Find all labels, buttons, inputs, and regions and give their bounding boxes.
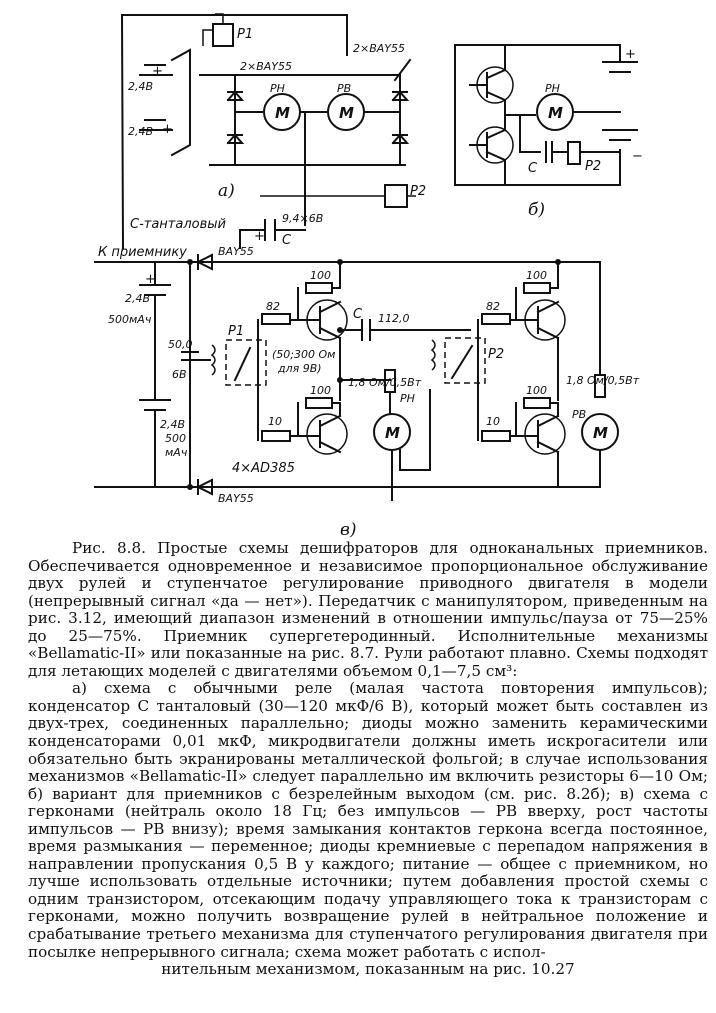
transistor-v-4 [524,413,566,455]
to-receiver-label: К приемнику [98,245,187,260]
svg-text:1,8 Ом/0,5Вт: 1,8 Ом/0,5Вт [348,376,422,389]
svg-text:M: M [593,424,608,442]
svg-text:PH: PH [400,392,415,405]
caption-intro: Рис. 8.8. Простые схемы дешифраторов для… [28,539,708,680]
cap-value-label: 9,4×6В [282,212,323,225]
diode-top-label: BAY55 [218,245,254,258]
resistor-motor-b [594,374,606,398]
motor-rv-v [581,413,619,451]
caption-details: а) схема с обычными реле (малая частота … [28,679,708,961]
resistor-82-b [481,313,511,325]
svg-text:+: + [625,47,636,62]
battery-upper-label: 2,4B [128,80,153,93]
svg-text:+: + [145,272,156,287]
cap-left-voltage: 6B [172,368,187,381]
figure-caption: Рис. 8.8. Простые схемы дешифраторов для… [28,539,708,979]
resistor-100-b [305,397,333,409]
resistor-100-c [523,282,551,294]
batt-bot-ma: 500 [165,432,186,445]
svg-text:100: 100 [310,384,331,397]
batt-bot-v: 2,4B [160,418,185,431]
reed-relay-p2 [444,337,486,384]
motor-rv-a-label: PB [337,82,351,95]
cap-mid-value: 112,0 [378,312,410,325]
svg-text:M: M [339,104,354,122]
resistor-100-d [523,397,551,409]
cap-name-label: С [282,233,292,248]
diodes-right-label: 2×BAY55 [353,42,405,55]
svg-text:−: − [632,149,643,164]
sublabel-b: б) [528,200,545,220]
relay-p2-a [384,184,408,208]
cap-type-label: С-танталовый [130,217,226,232]
svg-text:С: С [353,307,363,322]
svg-text:+: + [152,64,163,79]
battery-lower-label: 2,4B [128,125,153,138]
cap-b-label: С [528,161,538,176]
svg-text:100: 100 [526,269,547,282]
motor-rn-b-label: PH [545,82,560,95]
svg-text:100: 100 [310,269,331,282]
relay-p2-v-label: P2 [488,347,504,362]
batt-top-ma: 500мАч [108,313,152,326]
circuit-diagrams: P1 2,4B 2,4B + + 2×BAY55 2×BAY55 M PH M [94,13,643,540]
svg-text:M: M [275,104,290,122]
svg-text:+: + [254,229,265,244]
svg-text:10: 10 [268,415,282,428]
svg-text:10: 10 [486,415,500,428]
resistor-10-b [481,430,511,442]
reed-note-1: (50;300 Ом [272,348,335,361]
svg-text:82: 82 [486,300,500,313]
diode-bottom-label: BAY55 [218,492,254,505]
svg-text:PB: PB [572,408,586,421]
svg-text:M: M [385,424,400,442]
relay-p1-a [212,23,234,47]
transistor-v-2 [306,413,348,455]
resistor-82-a [261,313,291,325]
relay-p2-b [567,141,581,165]
relay-p1-a-label: P1 [237,27,253,42]
diagram-a: P1 2,4B 2,4B + + 2×BAY55 2×BAY55 M PH M [120,13,426,250]
reed-relay-p1 [225,339,267,386]
svg-text:100: 100 [526,384,547,397]
svg-text:M: M [548,104,563,122]
cap-left-value: 50,0 [168,338,193,351]
reed-note-2: для 9В) [277,362,322,375]
svg-text:1,8 Ом/0,5Вт: 1,8 Ом/0,5Вт [566,374,640,387]
diagram-b: + − M PH С P2 б) [454,44,643,220]
svg-text:82: 82 [266,300,280,313]
relay-p2-a-label: P2 [410,184,426,199]
sublabel-a: а) [218,181,235,201]
caption-end: нительным механизмом, показанным на рис.… [161,960,575,979]
diagram-v: К приемнику BAY55 BAY55 2,4B 500мАч 2,4B… [94,245,640,540]
resistor-100-a [305,282,333,294]
batt-bot-unit: мАч [165,446,188,459]
batt-top-v: 2,4B [125,292,150,305]
sublabel-v: в) [340,520,357,540]
diodes-left-label: 2×BAY55 [240,60,292,73]
relay-p1-v-label: P1 [228,324,244,339]
resistor-10-a [261,430,291,442]
transistors-label: 4×AD385 [232,461,295,476]
motor-rn-a-label: PH [270,82,285,95]
relay-p2-b-label: P2 [585,159,601,174]
svg-text:+: + [162,122,173,137]
